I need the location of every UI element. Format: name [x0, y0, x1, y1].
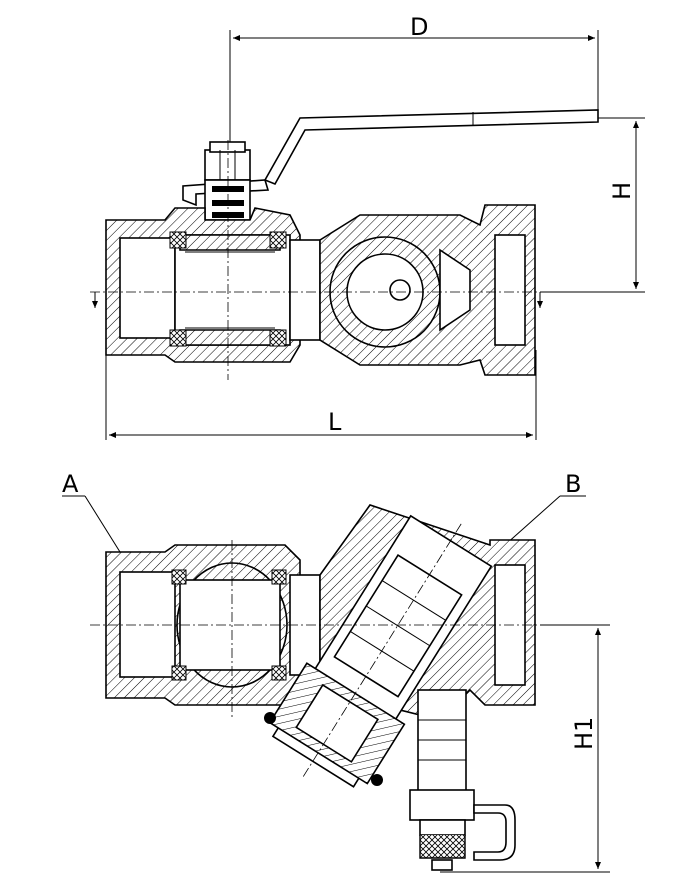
strainer-body-top	[319, 204, 536, 376]
ball-valve-body	[105, 207, 321, 363]
callout-a: A	[62, 470, 126, 561]
dimension-h1: H1	[440, 624, 610, 873]
dimension-h: H	[540, 117, 645, 293]
callout-label-a: A	[62, 470, 79, 498]
dimension-label-d: D	[410, 13, 428, 41]
dimension-label-h1: H1	[570, 717, 598, 750]
top-view: D H L	[90, 13, 645, 440]
dimension-label-l: L	[328, 408, 342, 436]
callout-b: B	[504, 470, 586, 546]
dimension-d: D	[229, 13, 599, 170]
drain-cock	[409, 689, 516, 871]
dimension-label-h: H	[608, 182, 636, 200]
bottom-view: A B H1	[62, 470, 610, 873]
stem-nut	[204, 141, 251, 221]
strainer-section	[264, 504, 536, 788]
callout-label-b: B	[565, 470, 581, 498]
dimension-l: L	[105, 350, 537, 440]
